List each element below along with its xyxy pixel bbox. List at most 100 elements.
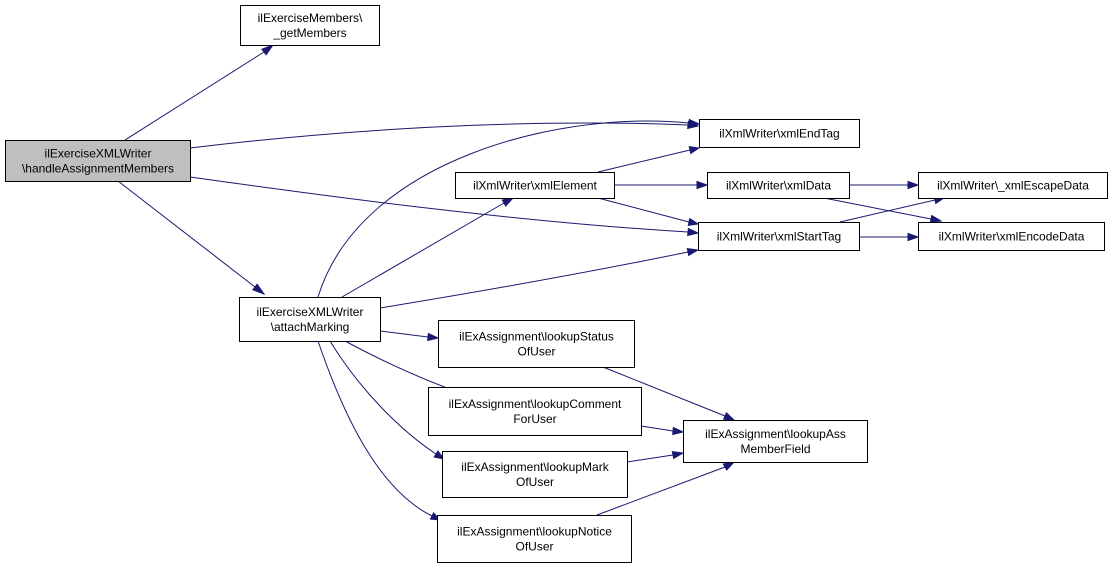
node-label-line: ilXmlWriter\xmlEncodeData	[939, 230, 1085, 244]
call-edge-handle-to-xmlStartTag	[189, 176, 700, 237]
arrowhead-icon	[929, 214, 943, 224]
node-box[interactable]	[240, 5, 380, 46]
node-getMembers[interactable]: ilExerciseMembers\_getMembers	[240, 5, 380, 46]
node-label-line: MemberField	[740, 442, 810, 456]
node-box[interactable]	[918, 172, 1108, 199]
node-label-line: ilExAssignment\lookupMark	[461, 460, 609, 474]
edge-line	[379, 330, 429, 338]
node-box[interactable]	[699, 119, 860, 148]
node-box[interactable]	[239, 297, 381, 342]
call-edge-lookupComment-to-lookupAss	[640, 425, 685, 436]
node-label-line: ilXmlWriter\xmlEndTag	[719, 127, 839, 141]
node-label-line: ilExAssignment\lookupNotice	[457, 525, 612, 539]
node-box[interactable]	[918, 222, 1105, 251]
node-label-line: ilExerciseMembers\	[258, 11, 363, 25]
call-edges	[117, 43, 946, 521]
node-box[interactable]	[442, 451, 628, 498]
node-box[interactable]	[698, 222, 860, 251]
node-box[interactable]	[455, 172, 615, 199]
edge-line	[344, 340, 456, 392]
node-handle[interactable]: ilExerciseXMLWriter\handleAssignmentMemb…	[5, 140, 191, 182]
node-label-line: ilXmlWriter\xmlData	[726, 179, 831, 193]
edge-line	[596, 466, 726, 516]
arrowhead-icon	[687, 217, 700, 227]
arrowhead-icon	[722, 411, 736, 421]
node-label-line: _getMembers	[272, 26, 346, 40]
node-attachMarking[interactable]: ilExerciseXMLWriter\attachMarking	[239, 297, 381, 342]
arrowhead-icon	[501, 197, 515, 207]
arrowhead-icon	[261, 43, 275, 56]
node-box[interactable]	[707, 172, 850, 199]
call-edge-attachMarking-to-xmlElement	[341, 197, 515, 298]
call-edge-xmlElement-to-xmlData	[614, 180, 709, 190]
node-box[interactable]	[683, 420, 868, 463]
edge-line	[117, 180, 256, 288]
node-box[interactable]	[438, 320, 635, 368]
edge-line	[379, 251, 689, 309]
arrowhead-icon	[907, 232, 920, 242]
edge-line	[597, 149, 691, 173]
node-label-line: ilExAssignment\lookupStatus	[459, 330, 614, 344]
node-xmlStartTag[interactable]: ilXmlWriter\xmlStartTag	[698, 222, 860, 251]
edge-line	[341, 202, 505, 298]
arrowhead-icon	[907, 180, 920, 190]
node-label-line: OfUser	[515, 540, 553, 554]
node-label-line: OfUser	[516, 475, 554, 489]
node-label-line: ilExAssignment\lookupAss	[705, 427, 846, 441]
node-label-line: ilXmlWriter\_xmlEscapeData	[937, 179, 1089, 193]
node-box[interactable]	[428, 387, 642, 436]
call-edge-attachMarking-to-xmlStartTag	[379, 247, 700, 309]
edge-line	[317, 340, 433, 517]
arrowhead-icon	[433, 450, 446, 460]
node-escapeData[interactable]: ilXmlWriter\_xmlEscapeData	[918, 172, 1108, 199]
call-edge-xmlData-to-escapeData	[849, 180, 920, 190]
call-nodes: ilExerciseXMLWriter\handleAssignmentMemb…	[5, 5, 1108, 563]
call-edge-xmlElement-to-xmlStartTag	[597, 197, 700, 227]
call-edge-xmlData-to-encodeData	[823, 197, 943, 224]
arrowhead-icon	[427, 332, 440, 342]
call-edge-lookupStatus-to-lookupAss	[602, 366, 736, 421]
arrowhead-icon	[687, 227, 700, 237]
edge-line	[189, 122, 689, 149]
arrowhead-icon	[722, 461, 736, 471]
arrowhead-icon	[688, 118, 701, 128]
call-edge-attachMarking-to-xmlEndTag	[317, 118, 701, 298]
node-xmlElement[interactable]: ilXmlWriter\xmlElement	[455, 172, 615, 199]
node-label-line: \handleAssignmentMembers	[22, 162, 174, 176]
call-edge-handle-to-attachMarking	[117, 180, 266, 296]
node-label-line: OfUser	[517, 345, 555, 359]
edge-line	[839, 199, 936, 223]
node-xmlData[interactable]: ilXmlWriter\xmlData	[707, 172, 850, 199]
arrowhead-icon	[672, 426, 685, 436]
arrowhead-icon	[252, 283, 266, 296]
call-edge-attachMarking-to-lookupMark	[329, 340, 446, 460]
node-label-line: \attachMarking	[271, 320, 350, 334]
edge-line	[317, 120, 690, 298]
edge-line	[602, 366, 726, 417]
call-edge-attachMarking-to-lookupStatus	[379, 330, 440, 342]
edge-line	[189, 176, 689, 233]
node-encodeData[interactable]: ilXmlWriter\xmlEncodeData	[918, 222, 1105, 251]
node-box[interactable]	[437, 515, 632, 563]
node-label-line: ilExAssignment\lookupComment	[449, 397, 622, 411]
node-xmlEndTag[interactable]: ilXmlWriter\xmlEndTag	[699, 119, 860, 148]
call-edge-lookupMark-to-lookupAss	[626, 450, 685, 463]
arrowhead-icon	[671, 450, 685, 460]
call-edge-attachMarking-to-lookupNotice	[317, 340, 442, 521]
node-label-line: ilExerciseXMLWriter	[45, 147, 152, 161]
node-label-line: ilExerciseXMLWriter	[257, 305, 364, 319]
node-label-line: ForUser	[513, 412, 556, 426]
node-box[interactable]	[5, 140, 191, 182]
call-edge-xmlStartTag-to-encodeData	[859, 232, 920, 242]
arrowhead-icon	[686, 247, 700, 257]
call-edge-handle-to-getMembers	[124, 43, 275, 141]
call-edge-xmlElement-to-xmlEndTag	[597, 145, 701, 173]
edge-line	[823, 197, 932, 220]
node-label-line: ilXmlWriter\xmlElement	[473, 179, 597, 193]
